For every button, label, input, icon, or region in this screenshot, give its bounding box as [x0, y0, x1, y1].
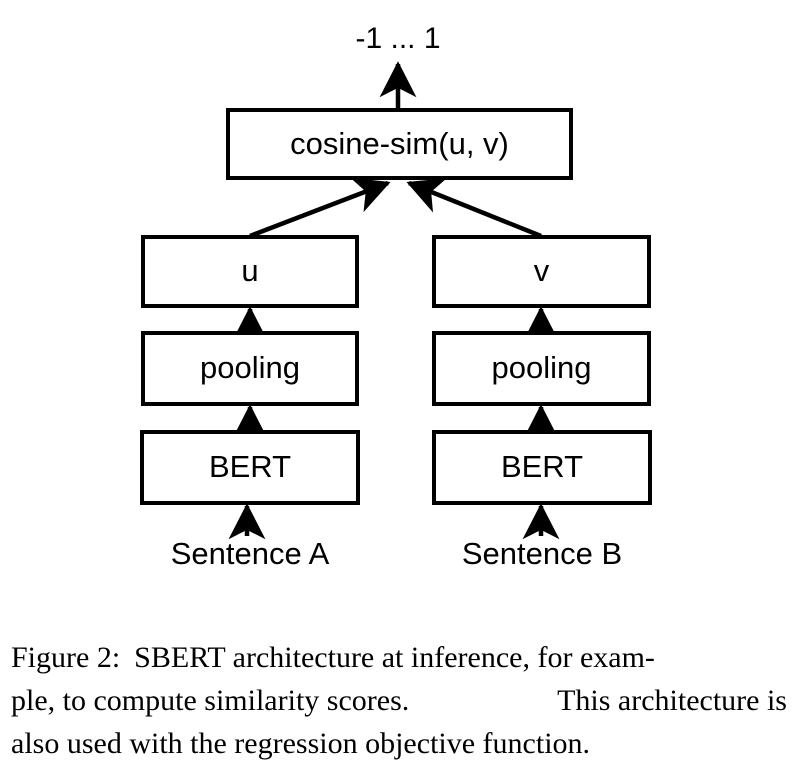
- pooling-a-box: [141, 331, 359, 406]
- pooling-b-label: pooling: [491, 350, 592, 385]
- figure-caption: Figure 2: SBERT architecture at inference…: [11, 636, 787, 765]
- vector-u-label: u: [241, 253, 259, 288]
- caption-line-3: also used with the regression objective …: [11, 727, 591, 760]
- sentence-a-label: Sentence A: [170, 536, 330, 571]
- caption-line-2: ple, to compute similarity scores. This a…: [11, 679, 787, 722]
- caption-line-2-text-b: This architecture is: [557, 684, 787, 717]
- caption-line-2-text-a: ple, to compute similarity scores.: [11, 684, 410, 717]
- cosine-sim-label: cosine-sim(u, v): [290, 126, 509, 161]
- output-range-label: -1 ... 1: [355, 22, 441, 55]
- bert-a-box: [140, 430, 360, 505]
- pooling-b-box: [432, 331, 651, 406]
- caption-line-1-text: SBERT architecture at inference, for exa…: [134, 641, 655, 674]
- caption-figure-number: Figure 2:: [11, 641, 121, 674]
- caption-line-1: Figure 2: SBERT architecture at inference…: [11, 636, 787, 679]
- cosine-sim-box: [226, 108, 573, 180]
- vector-u-box: [141, 235, 359, 308]
- sbert-architecture-diagram: [140, 61, 652, 540]
- bert-b-box: [432, 430, 652, 505]
- vector-v-box: [432, 235, 651, 308]
- pooling-a-label: pooling: [200, 350, 300, 385]
- arrow-u-to-cosine: [249, 177, 391, 239]
- bert-b-label: BERT: [500, 449, 584, 484]
- arrow-v-to-cosine: [406, 178, 542, 239]
- sentence-b-label: Sentence B: [461, 536, 623, 571]
- vector-v-label: v: [533, 253, 550, 288]
- bert-a-label: BERT: [208, 449, 292, 484]
